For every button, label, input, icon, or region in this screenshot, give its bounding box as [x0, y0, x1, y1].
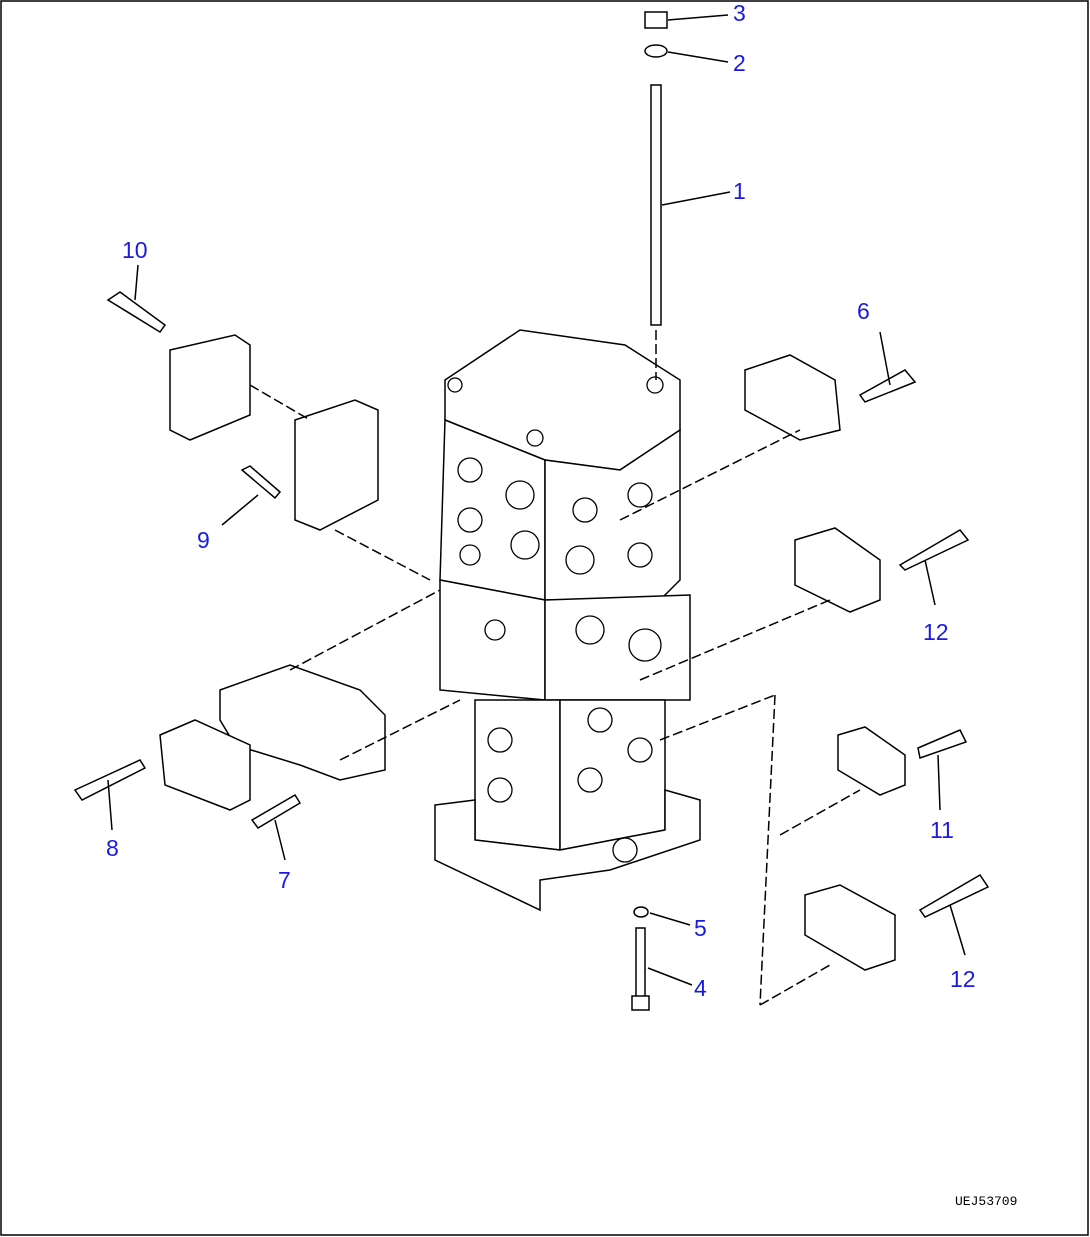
callout-11: 11: [930, 817, 954, 843]
callout-6: 6: [857, 298, 870, 324]
left-upper-block: [169, 334, 379, 531]
callout-2: 2: [733, 50, 746, 76]
callout-10: 10: [122, 237, 148, 263]
callout-9: 9: [197, 527, 210, 553]
bolt-4-part: [635, 927, 646, 999]
callout-4: 4: [694, 975, 707, 1001]
bolts: [73, 291, 990, 918]
assembly-lines: [249, 330, 861, 1006]
callout-3: 3: [733, 0, 746, 26]
callout-12-upper: 12: [923, 619, 949, 645]
figure-code: UEJ53709: [955, 1194, 1017, 1209]
right-blocks: [744, 354, 906, 971]
left-lower-block: [159, 664, 386, 811]
callout-1: 1: [733, 178, 746, 204]
callout-5: 5: [694, 915, 707, 941]
leader-lines: [107, 14, 966, 986]
callout-8: 8: [106, 835, 119, 861]
callout-12-lower: 12: [950, 966, 976, 992]
control-valve-body: [434, 329, 701, 912]
tie-bolt-part: [650, 84, 662, 326]
washer-part: [644, 44, 668, 58]
callout-7: 7: [278, 867, 291, 893]
nut-part: [644, 11, 668, 29]
washer-5-part: [633, 906, 649, 918]
